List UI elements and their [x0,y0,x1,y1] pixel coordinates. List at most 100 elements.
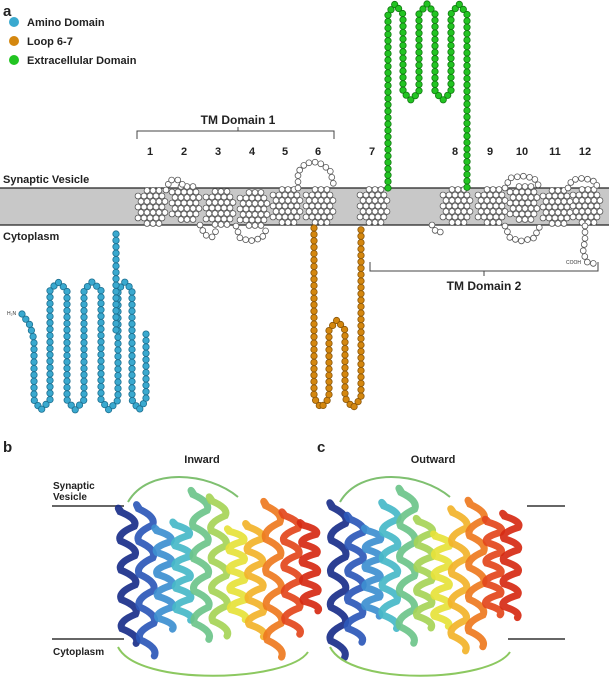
tm-residue [223,221,231,228]
tm-residue [290,219,298,226]
loop-residue [341,338,349,346]
helix-number-5: 5 [282,146,288,158]
amino-residue [142,330,150,338]
amino-residue [18,310,26,318]
tm-loop-residue [518,237,525,245]
amino-residue [80,390,88,398]
tm-residue [260,216,268,224]
tm-residue [317,197,325,204]
tm-residue [143,220,151,227]
tm-residue [480,202,488,210]
amino-residue [63,358,71,366]
extracellular-residue [402,91,410,99]
extracellular-residue [447,35,455,43]
tm-residue [551,192,559,200]
amino-residue [42,400,50,408]
extracellular-residue [384,126,392,134]
tm-residue [257,222,265,229]
amino-residue [112,326,120,334]
tm-loop-residue [328,174,336,181]
tm-residue [236,216,244,224]
amino-residue [142,356,150,364]
amino-residue [142,362,150,370]
extracellular-residue [399,35,407,43]
loop-residue [342,395,350,403]
extracellular-residue [463,100,471,108]
extracellular-residue [415,80,423,89]
transmembrane-residues [134,158,604,267]
tm-residue [551,203,559,211]
tm-residue [317,219,325,226]
extracellular-residue [463,36,471,44]
tm-residue [202,193,210,201]
amino-residue [142,349,150,357]
extracellular-residue [447,29,455,37]
extracellular-residue [399,86,407,94]
tm-residue [554,198,562,205]
tm-residue [460,208,468,215]
tm-residue [152,192,160,200]
amino-residue [63,332,71,340]
loop-residue [310,230,318,238]
tm-residue [275,191,283,199]
extracellular-residue [463,30,471,38]
tm-residue [272,208,280,215]
tm-loop-residue [322,164,330,171]
tm-residue [152,214,160,222]
tm-residue [263,200,271,207]
extracellular-residue [384,69,392,77]
helix-numbers: 1 2 3 4 5 6 7 8 9 10 11 12 [147,146,591,158]
loop-residue [319,401,327,409]
tm-residue [314,191,322,199]
tm-residue [254,216,262,224]
loop-residue [357,232,365,240]
tm-residue [278,186,286,193]
loop-residue [357,347,365,355]
amino-residue [113,397,121,405]
tm-residue [557,203,565,211]
extracellular-residue [399,80,407,88]
extracellular-residue [384,139,392,147]
tm-residue [311,208,319,215]
tm-residue [269,202,277,210]
amino-residue [114,339,122,348]
tm-residue [146,192,154,200]
tm-residue [186,210,194,218]
extracellular-residue [463,164,471,172]
loop-residue [310,301,318,309]
tm-residue [192,188,200,196]
tm-residue [220,193,228,201]
amino-residue [128,294,136,302]
amino-residue [67,401,75,409]
tm-residue [569,202,577,210]
tm-residue [518,188,526,196]
tm-loop-residue [501,184,509,192]
amino-residue [112,243,120,251]
tm-residue [248,194,256,202]
tm-residue [489,219,497,226]
loop-residue [325,333,333,341]
extracellular-residue [384,152,392,160]
amino-residue [128,326,136,334]
tm-loop-residue [294,184,302,192]
extracellular-residue [399,48,407,56]
amino-residue [30,364,38,373]
amino-residue [128,307,136,315]
tm-residue [527,205,535,212]
extracellular-residue [447,54,455,62]
tm-residue [217,188,225,195]
amino-residue [112,300,120,308]
tm-residue [495,186,503,193]
extracellular-residue [399,67,407,75]
extracellular-residue [463,10,471,19]
tm-residue [527,183,535,190]
tm-loop-residue [168,176,175,184]
extracellular-residue [384,62,392,71]
tm-residue [454,219,462,226]
tm-residue [226,204,234,212]
tm-residue [545,192,553,200]
loop-residue [310,377,318,386]
extracellular-residue [398,9,407,18]
extracellular-residue [411,92,419,100]
tm-residue [192,199,200,207]
